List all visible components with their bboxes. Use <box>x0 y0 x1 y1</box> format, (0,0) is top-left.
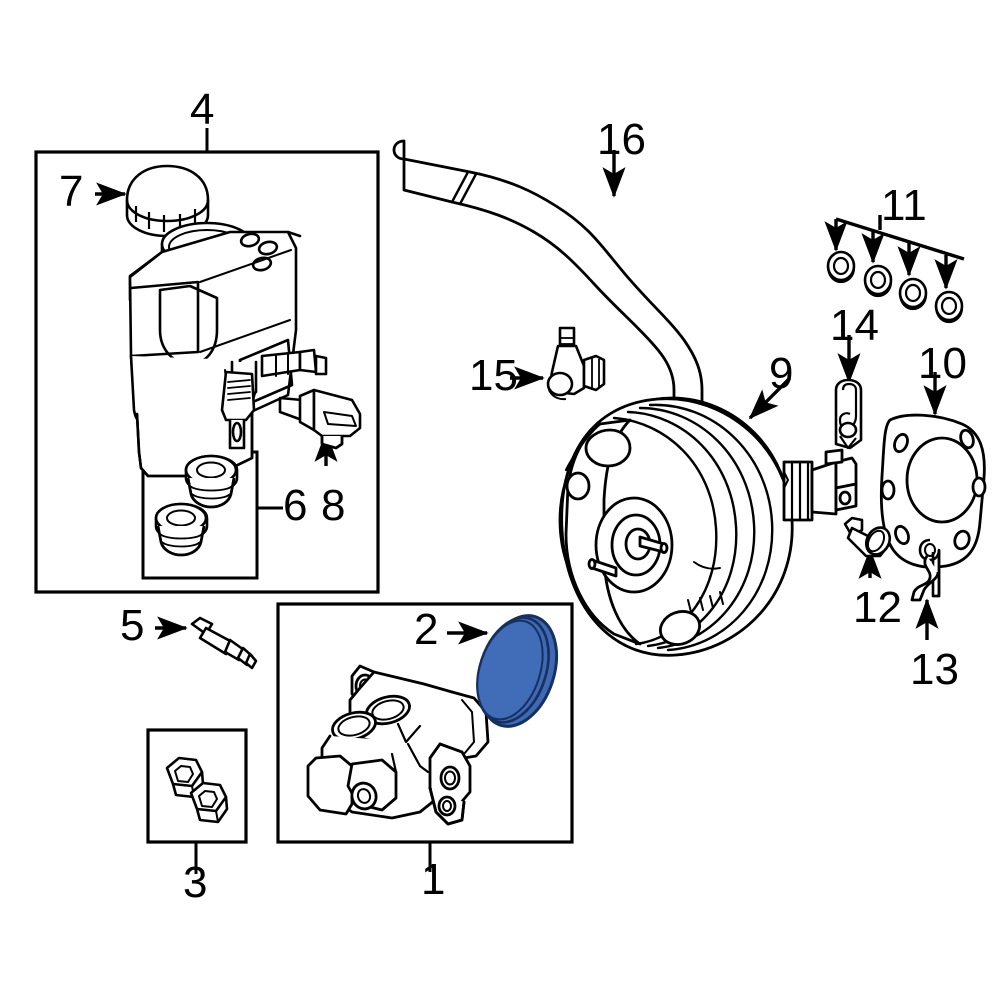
callout-9: 9 <box>769 349 794 398</box>
callout-1: 1 <box>421 855 446 904</box>
part-clevis-pin <box>843 516 892 558</box>
callout-3: 3 <box>183 858 208 907</box>
part-power-brake-booster <box>558 396 858 657</box>
callout-13: 13 <box>910 645 959 694</box>
part-brake-master-cylinder <box>306 664 490 826</box>
callout-10: 10 <box>918 339 967 388</box>
part-booster-dash-gasket <box>879 413 987 569</box>
callout-5: 5 <box>120 601 145 650</box>
callout-6: 6 <box>283 481 308 530</box>
callout-2: 2 <box>414 605 439 654</box>
callout-15: 15 <box>469 351 518 400</box>
bracket-11 <box>824 215 965 290</box>
master-cylinder-group-box <box>276 602 574 844</box>
arrow-leaders <box>95 150 947 645</box>
part-master-cylinder-nuts <box>165 756 229 824</box>
callout-8: 8 <box>321 481 346 530</box>
callout-7: 7 <box>59 167 84 216</box>
part-pushrod-retainer-clip <box>834 378 863 450</box>
part-level-sensor-pin <box>190 616 258 670</box>
part-booster-mounting-nuts <box>826 250 964 324</box>
part-reservoir-grommets <box>154 454 239 557</box>
callout-16: 16 <box>597 115 646 164</box>
callout-12: 12 <box>853 583 902 632</box>
callout-11: 11 <box>881 181 927 230</box>
part-master-cylinder-seal <box>476 614 559 728</box>
leader-lines <box>194 128 432 874</box>
arrow-9 <box>748 376 792 420</box>
part-level-switch-connector <box>278 388 362 450</box>
part-check-valve <box>546 326 606 401</box>
part-cotter-pin <box>910 538 941 602</box>
callout-14: 14 <box>830 301 879 350</box>
callout-4: 4 <box>190 85 215 134</box>
